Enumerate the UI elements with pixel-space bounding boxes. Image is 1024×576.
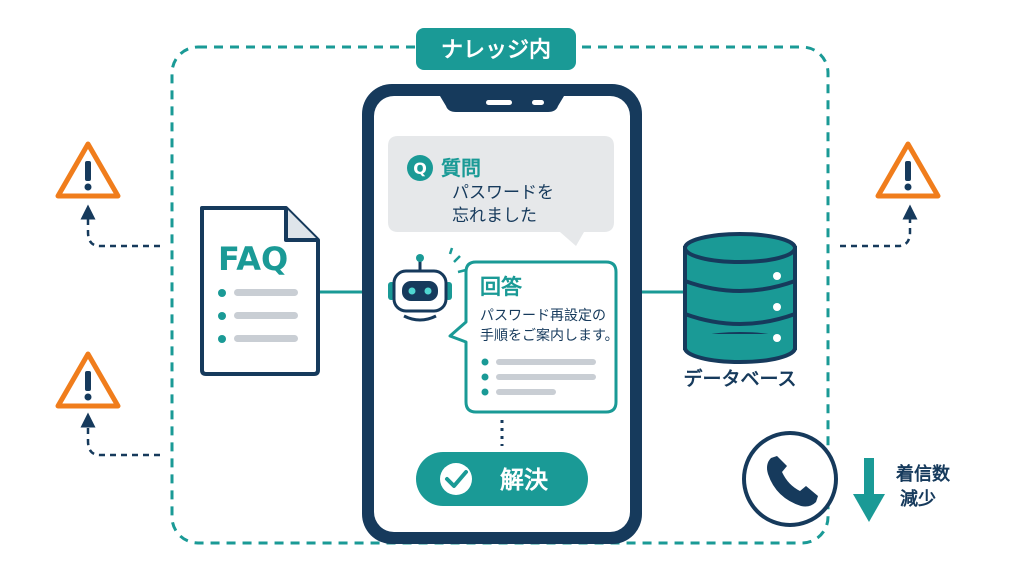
- check-icon: [440, 463, 472, 495]
- warning-icon: [55, 141, 121, 199]
- question-line-1: パスワードを: [452, 183, 554, 203]
- down-arrow-icon: [853, 458, 885, 522]
- knowledge-label-text: ナレッジ内: [441, 38, 551, 63]
- call-reduction-line-2: 減少: [900, 488, 936, 510]
- question-badge-text: Q: [413, 159, 427, 178]
- resolved-button[interactable]: 解決: [416, 452, 588, 506]
- question-line-2: 忘れました: [452, 206, 537, 226]
- warning-arrow-right: [840, 204, 918, 248]
- resolved-label: 解決: [500, 466, 549, 494]
- warning-icon: [875, 141, 941, 199]
- answer-heading: 回答: [480, 275, 523, 299]
- answer-bubble: 回答 パスワード再設定の 手順をご案内します。: [448, 260, 619, 414]
- phone-icon: [742, 431, 838, 527]
- database-icon: [683, 232, 797, 364]
- warning-icon: [55, 351, 121, 409]
- question-heading: 質問: [441, 156, 481, 180]
- question-badge: [407, 155, 433, 181]
- knowledge-label: ナレッジ内: [416, 28, 576, 70]
- warning-arrow-top-left: [80, 204, 160, 248]
- faq-document: FAQ: [200, 206, 320, 376]
- answer-line-1: パスワード再設定の: [480, 308, 606, 324]
- answer-line-2: 手順をご案内します。: [480, 327, 619, 344]
- robot-icon: [388, 254, 452, 322]
- faq-title: FAQ: [218, 240, 288, 278]
- call-reduction-line-1: 着信数: [895, 463, 951, 485]
- database-label: データベース: [683, 367, 796, 390]
- question-bubble: Q 質問 パスワードを 忘れました: [388, 136, 614, 246]
- warning-arrow-bottom-left: [80, 412, 160, 457]
